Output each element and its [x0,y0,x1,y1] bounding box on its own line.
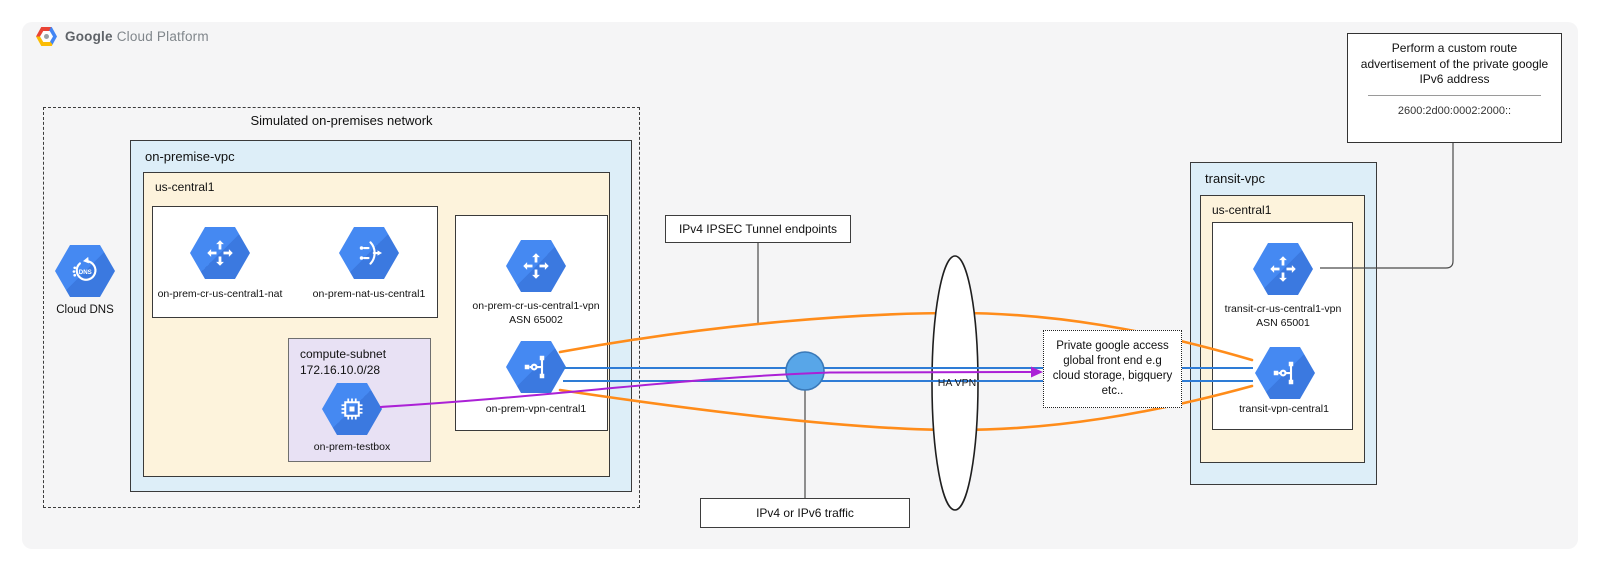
cr-nat-label: on-prem-cr-us-central1-nat [157,288,283,300]
route-advertisement-callout: Perform a custom route advertisement of … [1347,33,1562,143]
compute-subnet-title: compute-subnet 172.16.10.0/28 [300,347,386,378]
traffic-label-box: IPv4 or IPv6 traffic [700,498,910,528]
transit-region-label: us-central1 [1212,203,1272,217]
onprem-region-label: us-central1 [155,180,215,194]
subnet-cidr: 172.16.10.0/28 [300,362,381,377]
svg-text:DNS: DNS [79,269,92,276]
logo-text-secondary: Cloud Platform [116,29,209,44]
transit-cr-label: transit-cr-us-central1-vpn [1224,303,1342,315]
cr-vpn-asn: ASN 65002 [509,314,563,326]
cloud-dns-label: Cloud DNS [56,304,114,316]
callout-ipv6-address: 2600:2d00:0002:2000:: [1397,104,1512,117]
nat-label: on-prem-nat-us-central1 [312,288,426,300]
transit-vpn-label: transit-vpn-central1 [1239,403,1329,415]
subnet-name: compute-subnet [300,347,387,361]
private-google-access-box: Private google access global front end e… [1043,330,1182,408]
onprem-vpc-label: on-premise-vpc [145,149,235,164]
callout-divider [1368,94,1541,96]
transit-vpc-label: transit-vpc [1205,171,1265,186]
vpn-gateway-label: on-prem-vpn-central1 [485,403,587,415]
ipsec-endpoints-label-box: IPv4 IPSEC Tunnel endpoints [665,215,851,243]
logo-text-primary: Google [65,29,113,44]
testbox-label: on-prem-testbox [313,441,391,453]
gcp-hexagon-icon [36,27,57,46]
callout-text: Perform a custom route advertisement of … [1360,41,1549,87]
onprem-zone-title: Simulated on-premises network [250,113,433,128]
onprem-dashed-zone: Simulated on-premises network [43,107,640,508]
transit-cr-asn: ASN 65001 [1256,317,1310,329]
cr-vpn-label: on-prem-cr-us-central1-vpn [472,300,600,312]
onprem-router-nat-box [152,206,438,318]
